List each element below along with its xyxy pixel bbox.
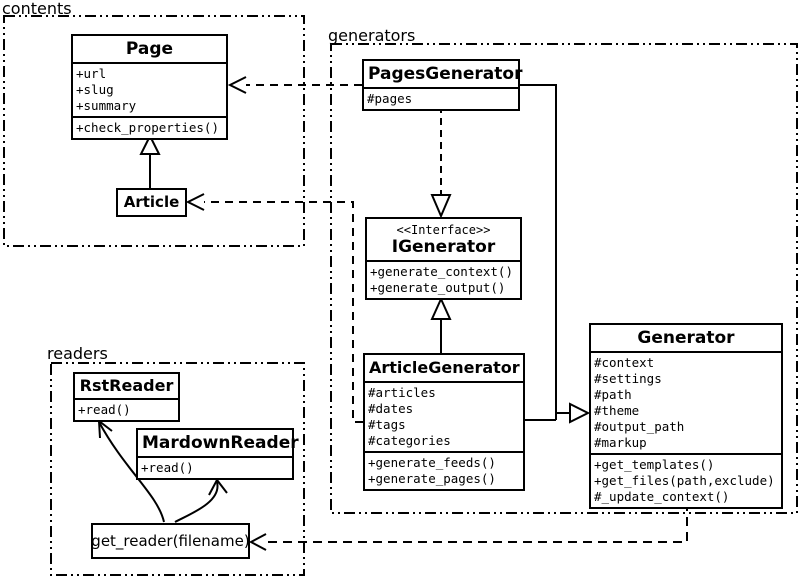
inheritance-arrow-articlegenerator-igenerator [430,296,452,353]
class-mardownreader-title: MardownReader [142,433,299,453]
class-articlegenerator-methods: +generate_feeds() +generate_pages() [365,451,523,489]
attribute: +url [76,66,107,81]
method: +generate_pages() [368,471,496,486]
class-pagesgenerator: PagesGenerator #pages [362,59,523,111]
attribute: +slug [76,82,114,97]
dependency-arrow-pagesgenerator-page [227,76,362,94]
class-pagesgenerator-title: PagesGenerator [368,64,523,84]
attribute: +summary [76,98,137,113]
method: +read() [141,460,194,475]
attribute: #context [594,355,655,370]
package-border-generators [330,43,798,514]
inheritance-arrow-generators-generator [520,84,591,424]
method: +check_properties() [76,120,219,135]
class-igenerator-name: IGenerator [391,237,496,257]
class-igenerator: <<Interface>> IGenerator +generate_conte… [365,217,522,300]
class-articlegenerator-attributes: #articles #dates #tags #categories [365,381,523,451]
method: +generate_feeds() [368,455,496,470]
attribute: #categories [368,433,451,448]
method: +generate_output() [370,280,506,295]
package-border-readers [50,362,305,576]
dependency-arrow-articlegenerator-article [185,193,363,423]
attribute: #tags [368,417,406,432]
class-generator-title: Generator [637,328,735,348]
inheritance-arrow-article-page [139,133,161,188]
package-label-contents: contents [2,0,72,18]
realization-arrow-pagesgenerator-igenerator [430,106,452,219]
class-articlegenerator: ArticleGenerator #articles #dates #tags … [363,353,525,491]
attribute: #path [594,387,632,402]
method: +get_files(path,exclude) [594,473,775,488]
attribute: #theme [594,403,640,418]
attribute: #settings [594,371,662,386]
class-page: Page +url +slug +summary +check_properti… [71,34,228,140]
function-box-get-reader: get_reader(filename) [91,523,250,559]
dependency-arrow-generator-getreader [248,502,688,551]
class-rstreader-methods: +read() [75,398,178,420]
class-generator-attributes: #context #settings #path #theme #output_… [591,351,781,453]
package-label-generators: generators [328,26,416,45]
function-box-label: get_reader(filename) [91,532,250,550]
class-generator: Generator #context #settings #path #them… [589,323,783,509]
attribute: #output_path [594,419,685,434]
class-igenerator-stereotype: <<Interface>> [396,223,491,237]
package-border-contents [3,15,305,247]
class-rstreader-title: RstReader [79,376,174,395]
method: +read() [78,402,131,417]
class-page-attributes: +url +slug +summary [73,62,226,116]
attribute: #articles [368,385,436,400]
class-article: Article [116,188,187,217]
method: #_update_context() [594,489,730,504]
method: +generate_context() [370,264,513,279]
class-mardownreader-methods: +read() [138,456,292,478]
method: +get_templates() [594,457,715,472]
class-igenerator-title: <<Interface>> IGenerator [367,219,520,260]
attribute: #dates [368,401,414,416]
class-articlegenerator-title: ArticleGenerator [369,358,520,377]
arrow-getreader-mardownreader [174,478,228,523]
class-rstreader: RstReader +read() [73,372,180,422]
class-page-title: Page [125,39,174,59]
class-pagesgenerator-attributes: #pages [364,87,518,109]
class-article-title: Article [123,193,180,211]
package-label-readers: readers [47,344,108,363]
class-page-methods: +check_properties() [73,116,226,138]
class-igenerator-methods: +generate_context() +generate_output() [367,260,520,298]
class-mardownreader: MardownReader +read() [136,428,299,480]
attribute: #markup [594,435,647,450]
attribute: #pages [367,91,413,106]
class-generator-methods: +get_templates() +get_files(path,exclude… [591,453,781,507]
